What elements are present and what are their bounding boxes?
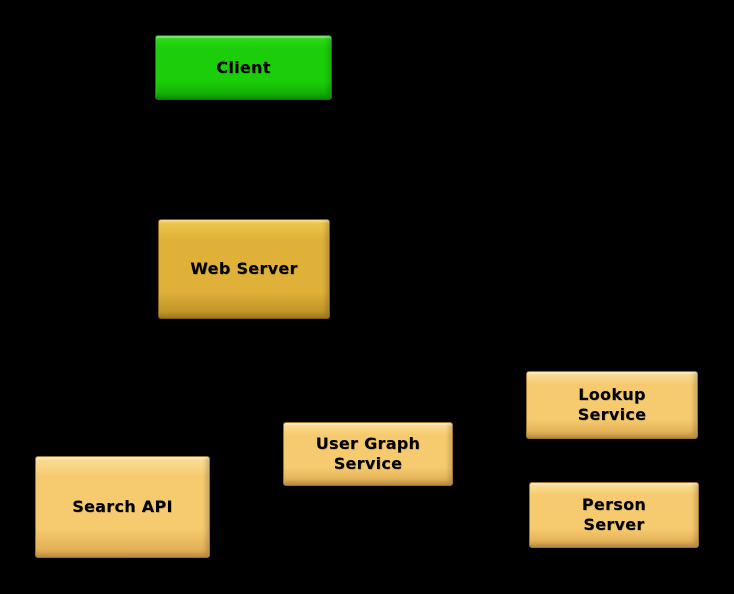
node-web-server[interactable]: Web Server — [158, 219, 330, 319]
node-person-server[interactable]: Person Server — [529, 482, 699, 548]
node-client-label: Client — [216, 57, 271, 77]
node-user-graph-service-label: User Graph Service — [315, 434, 421, 473]
node-client[interactable]: Client — [155, 35, 332, 100]
node-search-api[interactable]: Search API — [35, 456, 210, 558]
node-lookup-service[interactable]: Lookup Service — [526, 371, 698, 439]
node-person-server-label: Person Server — [581, 495, 647, 534]
node-web-server-label: Web Server — [190, 259, 298, 278]
node-lookup-service-label: Lookup Service — [577, 385, 647, 424]
node-user-graph-service[interactable]: User Graph Service — [283, 422, 453, 486]
node-search-api-label: Search API — [72, 497, 173, 516]
